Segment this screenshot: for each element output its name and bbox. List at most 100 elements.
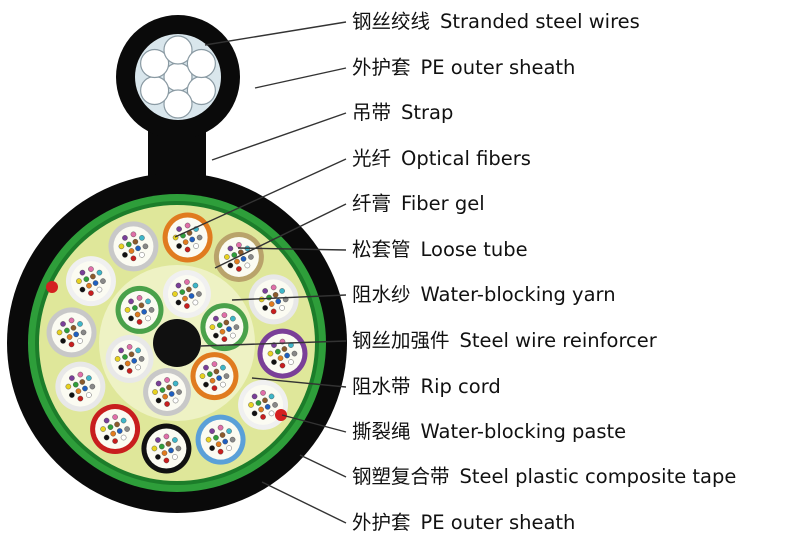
optical-fiber — [164, 401, 170, 407]
optical-fiber — [179, 289, 186, 295]
optical-fiber — [268, 410, 275, 417]
optical-fiber — [284, 352, 290, 359]
optical-fiber — [172, 454, 178, 460]
leader-line — [214, 203, 347, 269]
optical-fiber — [211, 361, 218, 367]
optical-fiber — [118, 364, 124, 371]
optical-fiber — [145, 315, 151, 322]
optical-fiber — [135, 347, 141, 354]
optical-fiber — [79, 286, 86, 293]
optical-fiber — [88, 290, 94, 296]
optical-fiber — [220, 381, 226, 388]
optical-fiber — [114, 421, 120, 428]
optical-fiber — [226, 326, 232, 332]
leader-line — [251, 377, 347, 388]
component-label-cn: 外护套 — [352, 56, 411, 79]
optical-fiber — [268, 393, 275, 400]
optical-fiber — [168, 391, 175, 397]
optical-fiber — [288, 359, 294, 365]
leader-lines — [174, 21, 347, 524]
optical-fiber — [145, 298, 151, 305]
component-label-cn: 纤膏 — [352, 192, 392, 215]
optical-fiber — [70, 325, 77, 331]
rip-cord-left — [46, 281, 58, 293]
optical-fiber — [213, 434, 219, 441]
stranded-steel-wires — [140, 35, 216, 119]
optical-fiber — [151, 445, 158, 452]
optical-fiber — [230, 315, 236, 322]
component-label-en: Water-blocking paste — [420, 420, 627, 443]
leader-line — [261, 481, 347, 524]
optical-fiber — [182, 239, 189, 245]
component-label-cn: 阻水纱 — [352, 283, 411, 306]
component-label-cn: 吊带 — [352, 101, 392, 124]
optical-fiber — [268, 301, 275, 307]
optical-fiber — [217, 448, 224, 455]
optical-fiber — [138, 302, 145, 309]
optical-fiber — [221, 312, 228, 318]
component-label-en: Steel plastic composite tape — [459, 465, 737, 488]
optical-fiber — [68, 341, 75, 348]
component-label-cn: 钢塑复合带 — [352, 465, 450, 488]
optical-fiber — [77, 321, 83, 327]
optical-fiber — [209, 428, 215, 434]
optical-fiber — [130, 231, 137, 238]
optical-fiber — [209, 445, 215, 451]
optical-fiber — [126, 368, 133, 374]
optical-fiber — [168, 447, 174, 454]
optical-fiber — [176, 226, 182, 232]
optical-fiber — [139, 235, 145, 241]
optical-fiber — [192, 299, 199, 306]
optical-fiber — [251, 410, 258, 417]
optical-fiber — [270, 308, 277, 315]
optical-fiber — [213, 368, 220, 375]
optical-fiber — [66, 334, 73, 340]
optical-fiber — [162, 393, 168, 400]
optical-fiber — [199, 373, 206, 379]
optical-fiber — [120, 434, 127, 441]
optical-fiber — [192, 282, 199, 289]
optical-fiber — [213, 332, 219, 339]
optical-fiber — [230, 332, 236, 339]
leader-line — [204, 21, 347, 46]
optical-fiber — [172, 380, 179, 387]
component-label-cn: 钢丝加强件 — [352, 329, 450, 352]
optical-fiber — [79, 269, 86, 276]
optical-fiber — [120, 417, 127, 424]
optical-fiber — [128, 351, 135, 358]
steel-wire — [163, 89, 193, 119]
optical-fiber — [209, 324, 216, 330]
optical-fiber — [275, 348, 281, 355]
optical-fiber — [251, 393, 258, 400]
optical-fiber — [275, 298, 282, 305]
optical-fiber — [161, 450, 168, 456]
optical-fiber — [64, 327, 70, 334]
component-label: 光纤 Optical fibers — [352, 147, 531, 171]
optical-fiber — [96, 269, 103, 276]
optical-fiber — [272, 402, 278, 408]
optical-fiber — [76, 278, 82, 284]
optical-fiber — [205, 436, 212, 443]
optical-fiber — [110, 430, 116, 437]
optical-fiber — [279, 288, 285, 294]
optical-fiber — [77, 395, 84, 402]
optical-fiber — [270, 284, 277, 291]
optical-fiber — [189, 236, 195, 243]
component-label-en: Optical fibers — [401, 147, 531, 170]
optical-fiber — [175, 282, 182, 289]
optical-fiber — [96, 286, 103, 293]
component-label-en: Water-blocking yarn — [420, 283, 616, 306]
leader-line — [299, 454, 347, 478]
optical-fiber — [60, 338, 66, 344]
optical-fiber — [264, 404, 271, 410]
optical-fiber — [83, 276, 90, 282]
optical-fiber — [248, 254, 254, 260]
component-label-cn: 光纤 — [352, 147, 392, 170]
component-label-en: PE outer sheath — [420, 56, 576, 79]
